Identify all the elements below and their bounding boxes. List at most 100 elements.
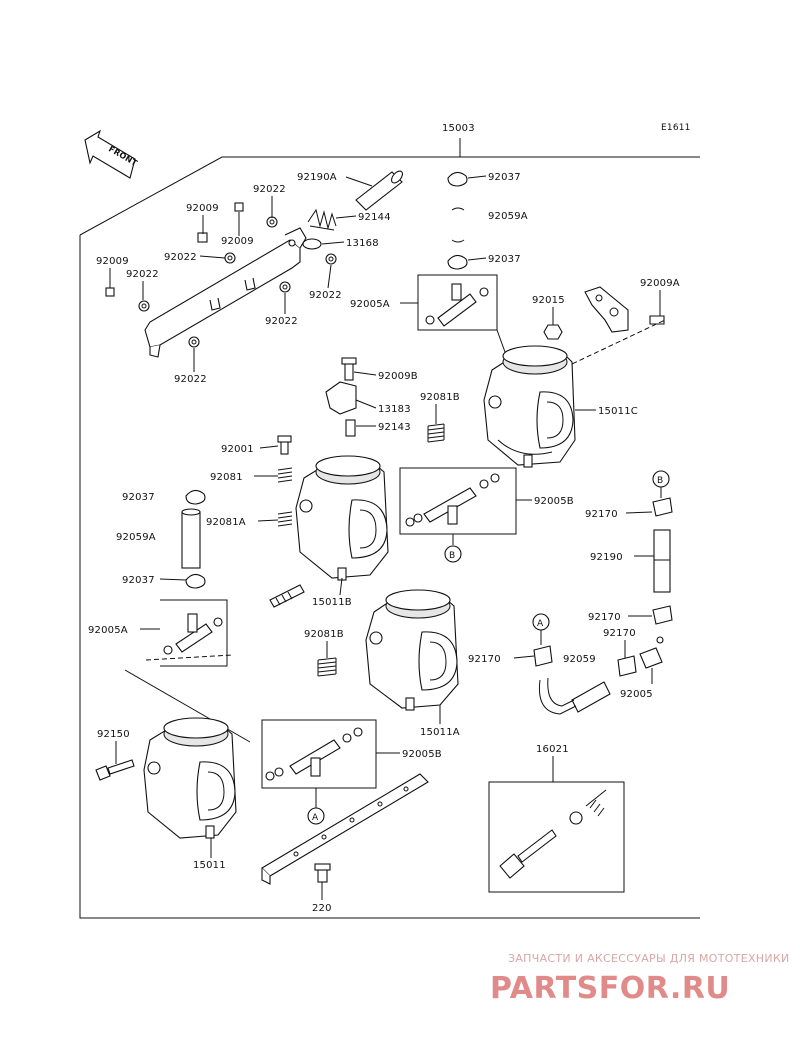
- joint-92005a-left-box: [160, 599, 228, 667]
- screw-92009b: [341, 357, 357, 381]
- t-joint-92005b-mid: [405, 473, 500, 527]
- callout-15011a: 15011A: [420, 727, 460, 738]
- front-arrow-icon: [84, 129, 136, 179]
- callout-92059a: 92059A: [488, 211, 528, 222]
- callout-220: 220: [312, 903, 332, 914]
- callout-92005b: 92005B: [402, 749, 442, 760]
- bracket-hardware: [105, 202, 337, 348]
- callout-15011c: 15011C: [598, 406, 638, 417]
- callout-92037: 92037: [488, 254, 521, 265]
- mounting-plate: [261, 773, 429, 885]
- clamp-and-fitting-92005: [617, 636, 664, 677]
- screw-92150: [95, 759, 135, 781]
- callout-92009: 92009: [186, 203, 219, 214]
- carburetor-15011c: [483, 345, 576, 468]
- callout-92005a: 92005A: [88, 625, 128, 636]
- clamp-92170-top: [652, 497, 673, 517]
- callout-92005b: 92005B: [534, 496, 574, 507]
- carburetor-15011a: [365, 589, 459, 711]
- watermark-brand: PARTSFOR.RU: [490, 971, 730, 1006]
- callout-15011: 15011: [193, 860, 226, 871]
- callout-92009b: 92009B: [378, 371, 418, 382]
- callout-13183: 13183: [378, 404, 411, 415]
- callout-92022: 92022: [164, 252, 197, 263]
- carburetor-15011: [143, 717, 237, 839]
- callout-92015: 92015: [532, 295, 565, 306]
- joint-92005b-box: [399, 467, 517, 535]
- callout-92144: 92144: [358, 212, 391, 223]
- pin-92143: [345, 419, 356, 437]
- callout-92081b: 92081B: [420, 392, 460, 403]
- marker-b-mid: B: [444, 545, 462, 563]
- callout-92005a: 92005A: [350, 299, 390, 310]
- callout-92170: 92170: [603, 628, 636, 639]
- callout-92037: 92037: [488, 172, 521, 183]
- clip-92037-left-top: [185, 489, 206, 505]
- callout-15003-assembly: 15003: [442, 123, 475, 134]
- clip-92037-top: [447, 171, 468, 187]
- callout-92037: 92037: [122, 492, 155, 503]
- callout-92005: 92005: [620, 689, 653, 700]
- callout-16021: 16021: [536, 744, 569, 755]
- frame-top-edge: [79, 156, 700, 236]
- spring-92081b-mid: [317, 657, 337, 677]
- marker-b-right: B: [652, 470, 670, 488]
- clamp-92170-a: [533, 645, 553, 667]
- marker-a-label: A: [312, 813, 319, 823]
- joint-92005b-lower-box: [261, 719, 377, 789]
- spring-92081b-top: [427, 423, 445, 443]
- clip-92037-mid: [447, 254, 468, 270]
- clamp-92170-bottom: [652, 605, 673, 625]
- starter-valve-box: [488, 781, 625, 893]
- hose-92059a-top: [451, 207, 465, 243]
- adjust-screw-15011b: [269, 584, 305, 608]
- callout-92190a: 92190A: [297, 172, 337, 183]
- callout-92022: 92022: [174, 374, 207, 385]
- throttle-cable-bracket: [543, 286, 665, 340]
- callout-92081: 92081: [210, 472, 243, 483]
- marker-a-label: A: [537, 619, 544, 629]
- callout-92190: 92190: [590, 552, 623, 563]
- spring-92081: [277, 467, 293, 483]
- watermark-tagline: ЗАПЧАСТИ И АКСЕССУАРЫ ДЛЯ МОТОТЕХНИКИ: [508, 952, 790, 965]
- callout-92022: 92022: [309, 290, 342, 301]
- t-joint-92005a-left: [163, 613, 223, 655]
- callout-92059a: 92059A: [116, 532, 156, 543]
- bolt-220: [314, 863, 331, 883]
- callout-92022: 92022: [126, 269, 159, 280]
- callout-92009: 92009: [221, 236, 254, 247]
- screw-92001: [277, 435, 292, 455]
- callout-92170: 92170: [585, 509, 618, 520]
- callout-92022: 92022: [253, 184, 286, 195]
- marker-b-label: B: [657, 476, 663, 486]
- marker-a-right: A: [532, 613, 550, 631]
- starter-plunger-16021: [499, 789, 607, 879]
- callout-92170: 92170: [468, 654, 501, 665]
- callout-92022: 92022: [265, 316, 298, 327]
- callout-92081b: 92081B: [304, 629, 344, 640]
- callout-92009a: 92009A: [640, 278, 680, 289]
- marker-a-lower: A: [307, 807, 325, 825]
- callout-92081a: 92081A: [206, 517, 246, 528]
- callout-92037: 92037: [122, 575, 155, 586]
- callout-13168: 13168: [346, 238, 379, 249]
- sleeve-92190a: [355, 170, 403, 211]
- marker-b-label: B: [449, 551, 455, 561]
- t-joint-92005b-lower: [265, 727, 363, 781]
- callout-92150: 92150: [97, 729, 130, 740]
- callout-92143: 92143: [378, 422, 411, 433]
- hose-92059a-left: [181, 508, 201, 569]
- t-joint-92005a-top: [425, 283, 489, 327]
- callout-92170: 92170: [588, 612, 621, 623]
- callout-92059: 92059: [563, 654, 596, 665]
- linkage-bracket: [144, 227, 307, 358]
- spring-92081a: [277, 511, 293, 527]
- diagram-code: E1611: [661, 123, 691, 133]
- callout-92001: 92001: [221, 444, 254, 455]
- frame-left-bottom-edge: [79, 235, 700, 919]
- spring-92144: [307, 208, 337, 231]
- cap-13183: [325, 381, 357, 415]
- hose-92190: [653, 529, 671, 593]
